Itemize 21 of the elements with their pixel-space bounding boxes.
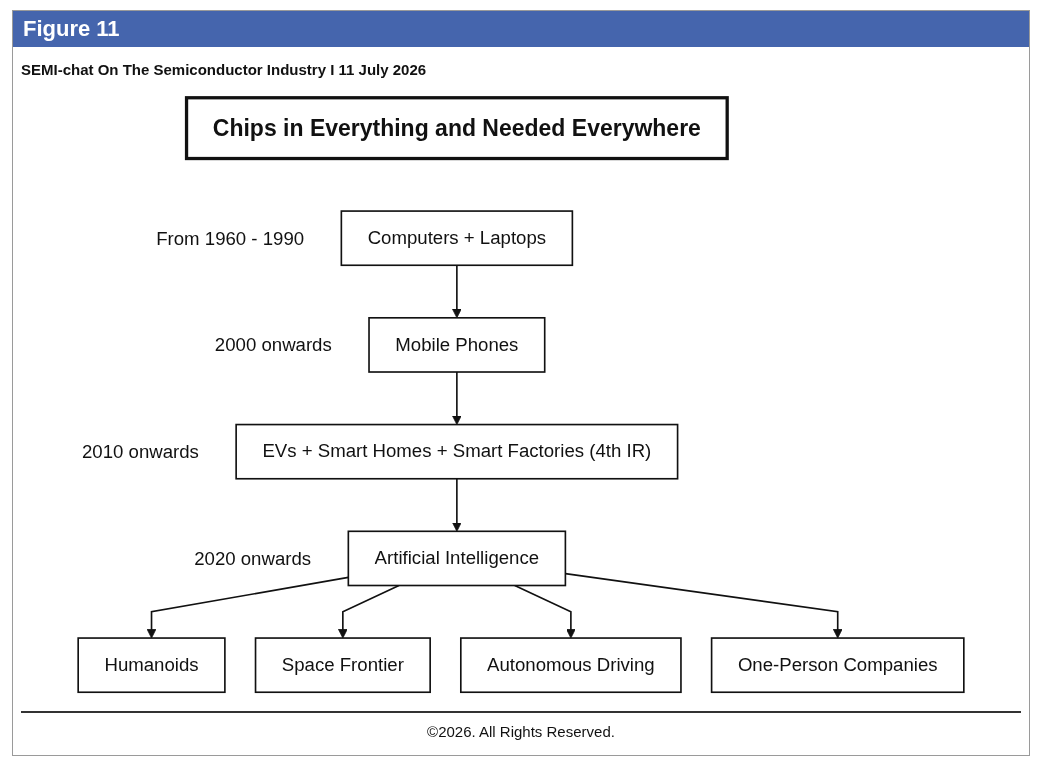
process-box: Computers + Laptops bbox=[340, 210, 574, 267]
arrow bbox=[513, 584, 576, 639]
arrow bbox=[452, 264, 462, 319]
process-box: Humanoids bbox=[77, 637, 226, 694]
period-label: From 1960 - 1990 bbox=[156, 227, 305, 249]
process-box: EVs + Smart Homes + Smart Factories (4th IR) bbox=[235, 423, 679, 480]
subtitle-text: SEMI-chat On The Semiconductor Industry I 11 July 2026 bbox=[21, 61, 427, 78]
process-box: Autonomous Driving bbox=[460, 637, 682, 694]
copyright-text: ©2026. All Rights Reserved. bbox=[426, 723, 616, 740]
period-label: 2020 onwards bbox=[194, 547, 312, 569]
period-label: 2010 onwards bbox=[82, 441, 199, 463]
process-box: One-Person Companies bbox=[710, 637, 965, 694]
heading-box: Chips in Everything and Needed Everywhere bbox=[184, 96, 729, 161]
period-label: 2000 onwards bbox=[214, 334, 332, 356]
process-box: Space Frontier bbox=[254, 637, 431, 694]
title-banner: Figure 11 bbox=[13, 11, 1029, 47]
arrow bbox=[452, 371, 462, 425]
process-box: Mobile Phones bbox=[368, 317, 546, 373]
arrow bbox=[338, 584, 400, 639]
arrow bbox=[452, 477, 462, 532]
process-box: Artificial Intelligence bbox=[347, 530, 567, 587]
